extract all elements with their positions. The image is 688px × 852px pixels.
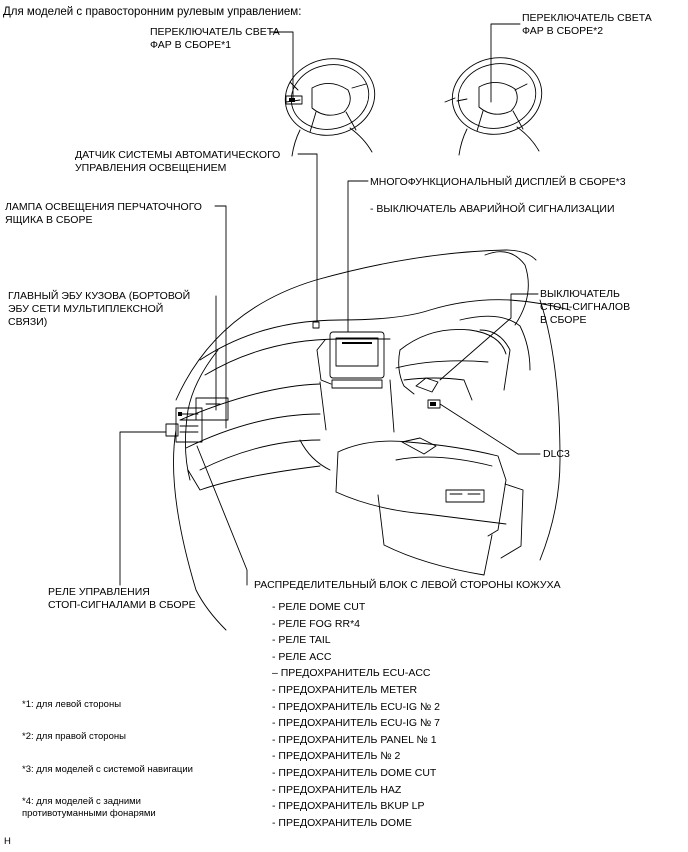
label-dlc3: DLC3: [543, 448, 570, 460]
footnote-2: *2: для правой стороны: [22, 731, 126, 742]
label-line: ФАР В СБОРЕ*1: [150, 39, 232, 51]
footnote-line: противотуманными фонарями: [22, 808, 156, 819]
steering-wheel-left-illustration: [284, 58, 376, 157]
list-item: - ПРЕДОХРАНИТЕЛЬ ECU-IG № 7: [272, 717, 441, 730]
label-line: ПЕРЕКЛЮЧАТЕЛЬ СВЕТА: [522, 12, 652, 24]
steering-wheel-right-illustration: [444, 57, 543, 156]
label-line: СТОП-СИГНАЛАМИ В СБОРЕ: [48, 599, 196, 611]
label-line: ЯЩИКА В СБОРЕ: [5, 214, 93, 226]
label-line: РЕЛЕ УПРАВЛЕНИЯ: [48, 586, 150, 598]
list-item: - ПРЕДОХРАНИТЕЛЬ № 2: [272, 750, 401, 763]
label-line: СВЯЗИ): [8, 316, 48, 328]
list-item: - ПРЕДОХРАНИТЕЛЬ ECU-IG № 2: [272, 700, 441, 713]
label-line: УПРАВЛЕНИЯ ОСВЕЩЕНИЕМ: [75, 162, 227, 174]
dashboard-illustration: [165, 249, 571, 631]
leader-lines: [119, 23, 541, 586]
label-light-sensor: ДАТЧИК СИСТЕМЫ АВТОМАТИЧЕСКОГО УПРАВЛЕНИ…: [75, 149, 280, 175]
footnote-4: *4: для моделей с задними противотуманны…: [22, 796, 156, 820]
label-multi-display: МНОГОФУНКЦИОНАЛЬНЫЙ ДИСПЛЕЙ В СБОРЕ*3: [370, 176, 626, 188]
label-line: ГЛАВНЫЙ ЭБУ КУЗОВА (БОРТОВОЙ: [8, 290, 191, 302]
list-item: – ПРЕДОХРАНИТЕЛЬ ECU-ACC: [272, 667, 431, 680]
label-line: ЛАМПА ОСВЕЩЕНИЯ ПЕРЧАТОЧНОГО: [5, 201, 202, 213]
list-item: - ПРЕДОХРАНИТЕЛЬ BKUP LP: [272, 800, 425, 813]
label-line: ПЕРЕКЛЮЧАТЕЛЬ СВЕТА: [150, 26, 280, 38]
footnote-line: *4: для моделей с задними: [22, 796, 141, 807]
junction-items-list: - РЕЛЕ DOME CUT - РЕЛЕ FOG RR*4 - РЕЛЕ T…: [272, 601, 440, 833]
label-line: ЭБУ СЕТИ МУЛЬТИПЛЕКСНОЙ: [8, 303, 164, 315]
label-headlight-switch-2: ПЕРЕКЛЮЧАТЕЛЬ СВЕТА ФАР В СБОРЕ*2: [522, 12, 652, 38]
label-line: СТОП-СИГНАЛОВ: [540, 301, 631, 313]
list-item: - РЕЛЕ FOG RR*4: [272, 617, 360, 630]
label-junction-block: РАСПРЕДЕЛИТЕЛЬНЫЙ БЛОК С ЛЕВОЙ СТОРОНЫ К…: [254, 579, 561, 591]
list-item: - РЕЛЕ ACC: [272, 650, 332, 663]
label-line: В СБОРЕ: [540, 314, 587, 326]
label-hazard-switch: - ВЫКЛЮЧАТЕЛЬ АВАРИЙНОЙ СИГНАЛИЗАЦИИ: [370, 203, 615, 215]
label-line: ДАТЧИК СИСТЕМЫ АВТОМАТИЧЕСКОГО: [75, 149, 281, 161]
list-item: - РЕЛЕ DOME CUT: [272, 601, 366, 613]
list-item: - ПРЕДОХРАНИТЕЛЬ HAZ: [272, 783, 402, 796]
page-header: Для моделей с правосторонним рулевым упр…: [3, 6, 302, 18]
footnote-3: *3: для моделей с системой навигации: [22, 764, 193, 775]
list-item: - ПРЕДОХРАНИТЕЛЬ PANEL № 1: [272, 733, 437, 746]
corner-mark: H: [4, 836, 11, 847]
list-item: - РЕЛЕ TAIL: [272, 634, 331, 647]
label-line: ФАР В СБОРЕ*2: [522, 25, 604, 37]
label-main-body-ecu: ГЛАВНЫЙ ЭБУ КУЗОВА (БОРТОВОЙ ЭБУ СЕТИ МУ…: [8, 290, 190, 329]
list-item: - ПРЕДОХРАНИТЕЛЬ DOME CUT: [272, 766, 437, 779]
list-item: - ПРЕДОХРАНИТЕЛЬ METER: [272, 683, 418, 696]
label-headlight-switch-1: ПЕРЕКЛЮЧАТЕЛЬ СВЕТА ФАР В СБОРЕ*1: [150, 26, 280, 52]
footnote-1: *1: для левой стороны: [22, 699, 122, 710]
label-stop-lamp-relay: РЕЛЕ УПРАВЛЕНИЯ СТОП-СИГНАЛАМИ В СБОРЕ: [48, 586, 196, 612]
label-glovebox-lamp: ЛАМПА ОСВЕЩЕНИЯ ПЕРЧАТОЧНОГО ЯЩИКА В СБО…: [5, 201, 202, 227]
label-line: ВЫКЛЮЧАТЕЛЬ: [540, 288, 620, 300]
label-stop-lamp-switch: ВЫКЛЮЧАТЕЛЬ СТОП-СИГНАЛОВ В СБОРЕ: [540, 288, 630, 327]
list-item: - ПРЕДОХРАНИТЕЛЬ DOME: [272, 816, 412, 829]
